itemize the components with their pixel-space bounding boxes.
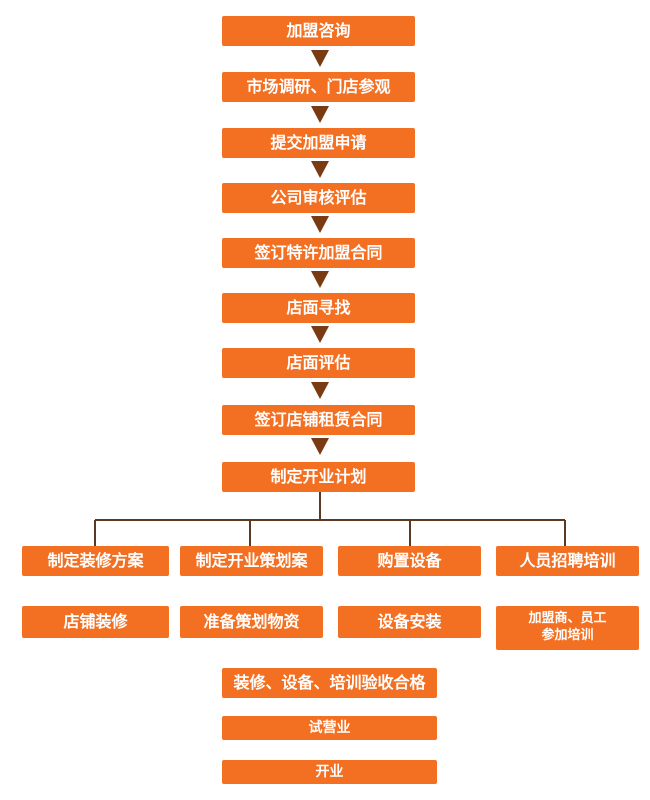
step-company-review: 公司审核评估 — [222, 183, 415, 213]
branch-store-decoration: 店铺装修 — [22, 606, 169, 638]
step-submit-application: 提交加盟申请 — [222, 128, 415, 158]
step-evaluate-store: 店面评估 — [222, 348, 415, 378]
branch-prepare-materials: 准备策划物资 — [180, 606, 323, 638]
branch-install-equipment: 设备安装 — [338, 606, 481, 638]
step-acceptance: 装修、设备、培训验收合格 — [222, 668, 437, 698]
arrow-down-4 — [311, 216, 329, 233]
step-sign-lease: 签订店铺租赁合同 — [222, 405, 415, 435]
branch-staff-recruitment: 人员招聘培训 — [496, 546, 639, 576]
branch-purchase-equipment: 购置设备 — [338, 546, 481, 576]
step-franchise-inquiry: 加盟咨询 — [222, 16, 415, 46]
branch-decoration-plan: 制定装修方案 — [22, 546, 169, 576]
branch-opening-campaign: 制定开业策划案 — [180, 546, 323, 576]
step-trial-operation: 试营业 — [222, 716, 437, 740]
step-market-research: 市场调研、门店参观 — [222, 72, 415, 102]
step-grand-opening: 开业 — [222, 760, 437, 784]
arrow-down-3 — [311, 161, 329, 178]
arrow-down-2 — [311, 106, 329, 123]
step-sign-franchise-contract: 签订特许加盟合同 — [222, 238, 415, 268]
step-opening-plan: 制定开业计划 — [222, 462, 415, 492]
arrow-down-7 — [311, 382, 329, 399]
step-find-store: 店面寻找 — [222, 293, 415, 323]
arrow-down-6 — [311, 326, 329, 343]
arrow-down-1 — [311, 50, 329, 67]
arrow-down-5 — [311, 271, 329, 288]
arrow-down-8 — [311, 438, 329, 455]
branch-training: 加盟商、员工 参加培训 — [496, 606, 639, 650]
